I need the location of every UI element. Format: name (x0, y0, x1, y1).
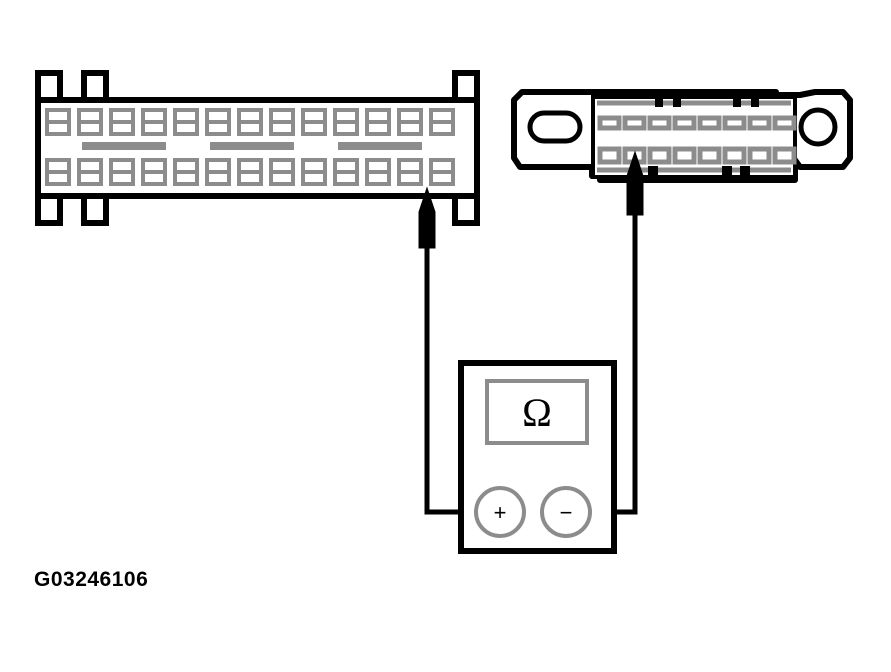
dlc-pin (597, 146, 622, 165)
dlc-left-flange-oval-slot (527, 110, 583, 144)
dlc-pin (597, 115, 622, 131)
dlc-pin-row-top (597, 115, 797, 131)
probe-tips-group (418, 150, 644, 249)
dlc-lower-notch (648, 166, 658, 175)
dlc-pin (672, 146, 697, 165)
dlc-pin (747, 115, 772, 131)
dlc-pin (697, 115, 722, 131)
positive-lead-jack[interactable] (474, 486, 526, 538)
dlc-pin (722, 146, 747, 165)
dlc-keyway-notch (673, 97, 681, 107)
dlc-pin (647, 115, 672, 131)
dlc-keyway-notch (733, 97, 741, 107)
ohm-symbol: Ω (522, 390, 552, 435)
dlc-pin (772, 115, 797, 131)
harness-cavity-grid (45, 108, 455, 186)
dlc-pin (647, 146, 672, 165)
dlc-pin (722, 115, 747, 131)
meter-text-layer: Ω + − (494, 390, 573, 525)
dlc-pin-housing (591, 95, 797, 179)
positive-probe-tip[interactable] (418, 186, 436, 249)
dlc-pin (772, 146, 797, 165)
dlc-pin (697, 146, 722, 165)
positive-jack-label: + (494, 500, 507, 525)
dlc-pin-row-bottom (597, 146, 797, 165)
dlc-lower-notch (740, 166, 750, 175)
dlc-keyway-rail (597, 97, 791, 107)
negative-probe-tip[interactable] (626, 150, 644, 216)
dlc-pin (672, 115, 697, 131)
dlc-pin (622, 115, 647, 131)
dlc-right-flange-round-hole (798, 107, 838, 147)
dlc-keyway-notch (751, 97, 759, 107)
figure-caption: G03246106 (34, 568, 149, 591)
ohmmeter-display (485, 379, 589, 445)
negative-jack-label: − (560, 500, 573, 525)
harness-connector[interactable] (35, 70, 480, 226)
data-link-connector[interactable] (511, 89, 853, 183)
negative-lead-jack[interactable] (540, 486, 592, 538)
dlc-pin (747, 146, 772, 165)
dlc-lower-notch (722, 166, 732, 175)
dlc-keyway-notch (655, 97, 663, 107)
ohmmeter[interactable] (458, 360, 617, 554)
